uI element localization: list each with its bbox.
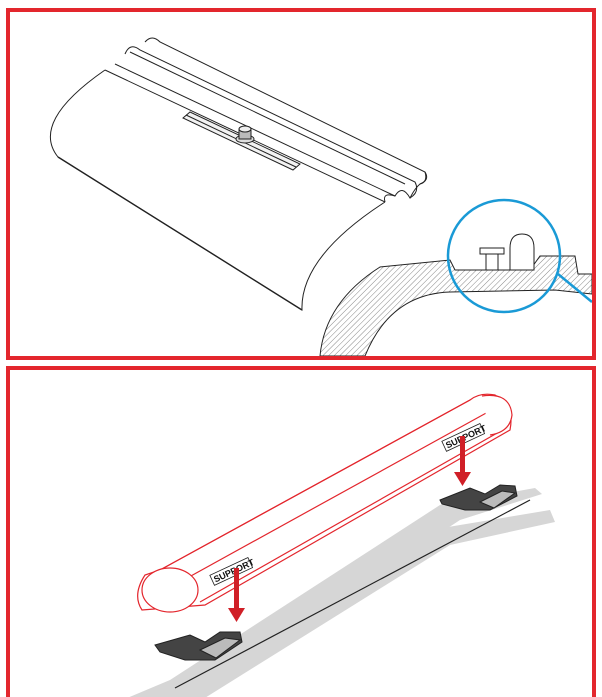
roof-box-mounting-panel: SUPPORT SUPPORT (6, 366, 596, 697)
magnifier-circle (446, 198, 592, 314)
rail-profile-panel (6, 8, 596, 360)
rail-cross-section (319, 255, 592, 356)
rail-profile-illustration (49, 37, 592, 356)
cross-section-bolt (479, 233, 535, 271)
rear-down-arrow (454, 436, 471, 486)
roof-box-body (137, 393, 513, 613)
front-support-bracket (154, 631, 243, 661)
rail-segment-drawing (49, 37, 428, 311)
front-down-arrow (228, 568, 245, 622)
roof-box-mounting-illustration: SUPPORT SUPPORT (129, 393, 555, 697)
clamp-knob (235, 125, 255, 144)
rear-support-bracket (439, 484, 518, 511)
